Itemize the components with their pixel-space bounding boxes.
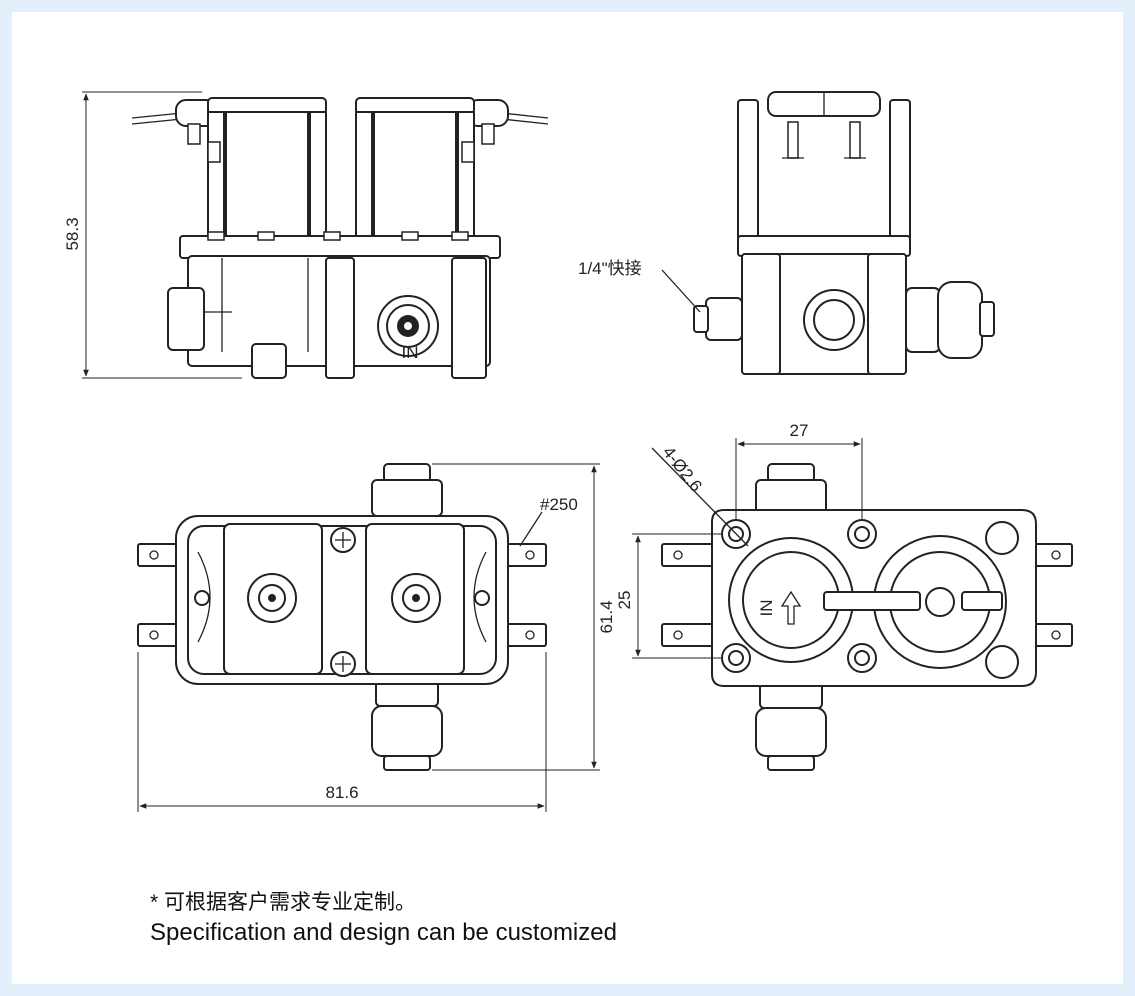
flow-direction-mark: IN [757,600,776,617]
technical-drawing: 58.3 [63,91,1073,812]
dim-height-front: 58.3 [63,217,82,250]
label-quick-connect: 1/4"快接 [578,259,642,278]
front-inlet-mark: IN [402,343,419,362]
bottom-view: IN 4-Ø2.6 27 25 [615,421,1073,771]
dim-hole-spacing-x: 27 [790,421,809,440]
dim-width-top: 81.6 [325,783,358,802]
label-bore-holes: 4-Ø2.6 [659,443,706,496]
drawing-sheet: 58.3 [12,12,1123,984]
dim-height-top: 61.4 [597,600,616,633]
label-terminal: #250 [540,495,578,514]
side-view: 1/4"快接 [578,91,995,375]
dim-hole-spacing-y: 25 [615,591,634,610]
note-english: Specification and design can be customiz… [150,919,617,946]
front-view: 58.3 [63,91,549,379]
top-view: #250 61.4 81.6 [137,463,616,812]
note-chinese: * 可根据客户需求专业定制。 [150,891,417,914]
